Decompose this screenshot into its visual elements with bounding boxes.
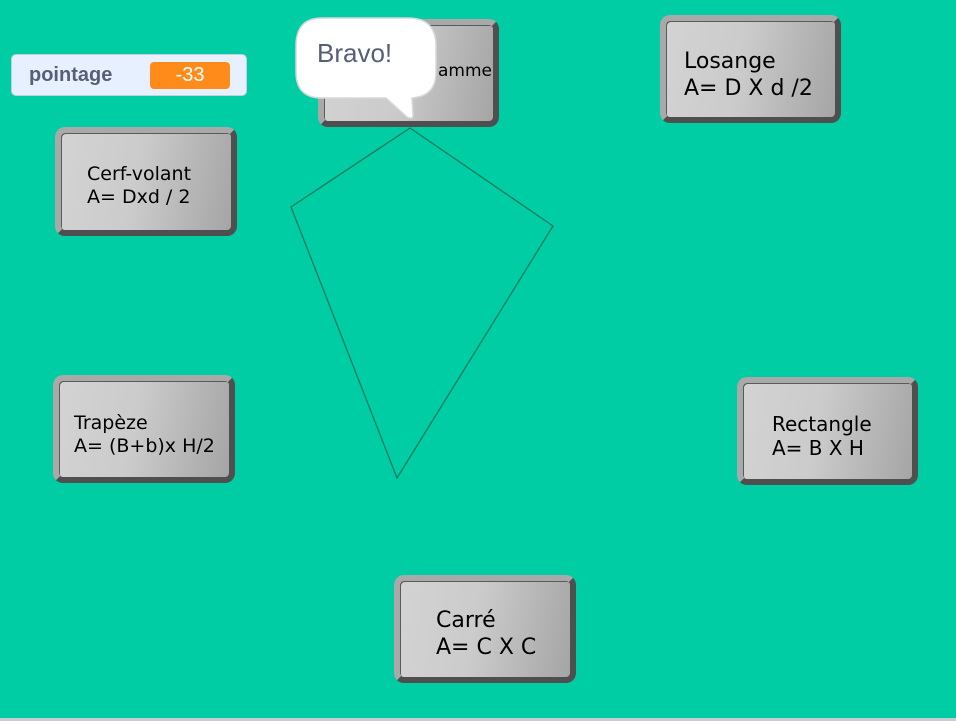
card-formula: A= C X C [436,634,537,660]
kite-outline [290,127,554,480]
card-title: Carré [436,608,496,633]
score-monitor: pointage -33 [11,54,247,96]
card-rectangle[interactable]: Rectangle A= B X H [737,377,918,485]
card-formula: A= D X d /2 [684,75,813,101]
score-value: -33 [150,62,230,89]
card-title: amme [438,61,492,81]
speech-bubble-shape [295,17,437,120]
card-trapeze[interactable]: Trapèze A= (B+b)x H/2 [53,375,235,483]
speech-bubble-text: Bravo! [317,38,393,68]
card-title: Rectangle [772,412,872,436]
score-label: pointage [29,63,113,86]
card-cerf-volant[interactable]: Cerf-volant A= Dxd / 2 [55,127,237,236]
card-formula: A= B X H [772,436,864,461]
card-formula: A= Dxd / 2 [87,186,191,209]
card-title: Losange [684,49,776,74]
card-carre[interactable]: Carré A= C X C [394,575,576,683]
card-formula: A= (B+b)x H/2 [74,435,215,458]
speech-bubble: Bravo! [294,16,444,120]
card-title: Cerf-volant [87,163,192,185]
card-title: Trapèze [74,412,148,434]
card-losange[interactable]: Losange A= D X d /2 [660,15,841,123]
